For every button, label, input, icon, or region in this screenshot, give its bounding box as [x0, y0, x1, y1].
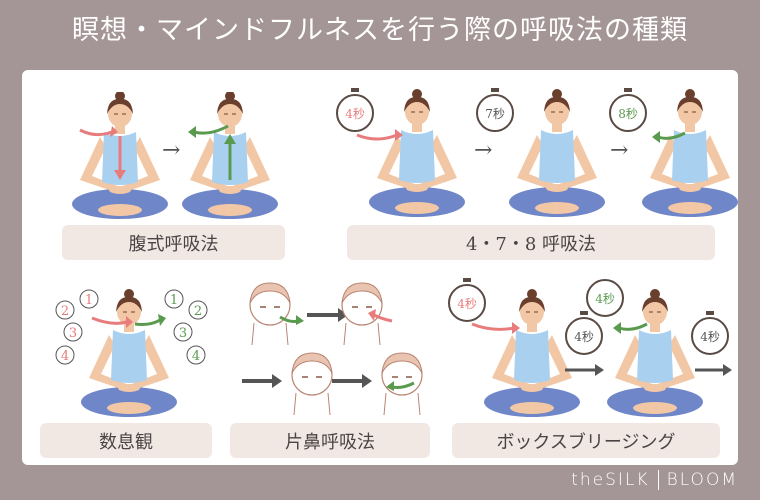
inhale-arrow-icon — [110, 126, 118, 137]
exhale-arrow-icon — [188, 126, 196, 138]
section-label-478: 4・7・8 呼吸法 — [347, 225, 715, 260]
meditating-person-exhale-figure — [181, 92, 279, 220]
brand-name-left: theSILK — [571, 470, 650, 490]
alternate-nostril-figures — [242, 282, 423, 416]
down-arrow-icon — [114, 170, 126, 180]
next-step-arrow-icon: → — [162, 138, 181, 163]
brand-name-right: BLOOM — [666, 470, 738, 490]
svg-text:4: 4 — [61, 349, 69, 364]
svg-text:2: 2 — [61, 304, 69, 319]
svg-text:2: 2 — [194, 304, 202, 319]
stopwatch-icon: 4秒 — [345, 107, 365, 121]
stopwatch-icon: 4秒 — [574, 330, 594, 344]
content-panel: → 腹式呼吸法 4秒 → 7秒 → 8秒 4・7・8 呼吸法 — [22, 70, 739, 465]
478-step-inhale-figure: 4秒 — [336, 87, 466, 218]
section-label-abdominal: 腹式呼吸法 — [62, 225, 285, 260]
stopwatch-icon: 8秒 — [618, 107, 638, 121]
478-step-hold-figure: 7秒 — [476, 87, 606, 218]
up-arrow-icon — [224, 134, 236, 144]
counting-breath-figure: 1 2 3 4 1 2 3 4 — [55, 288, 208, 418]
section-label-counting: 数息観 — [40, 423, 212, 458]
svg-text:3: 3 — [179, 326, 187, 341]
brand-logo: theSILK BLOOM — [571, 470, 738, 490]
next-step-arrow-icon: → — [610, 138, 629, 163]
stopwatch-icon: 4秒 — [457, 297, 477, 311]
box-breathing-figures: 4秒 4秒 4秒 4秒 — [448, 278, 732, 418]
478-step-exhale-figure: 8秒 — [609, 87, 739, 218]
svg-text:1: 1 — [170, 293, 178, 308]
svg-text:4: 4 — [192, 349, 200, 364]
brand-divider — [657, 470, 659, 490]
svg-text:3: 3 — [69, 326, 77, 341]
next-step-arrow-icon: → — [474, 138, 493, 163]
page-title: 瞑想・マインドフルネスを行う際の呼吸法の種類 — [72, 15, 688, 46]
stopwatch-icon: 7秒 — [485, 107, 505, 121]
section-label-alternate-nostril: 片鼻呼吸法 — [230, 423, 430, 458]
svg-text:1: 1 — [85, 293, 93, 308]
stopwatch-icon: 4秒 — [595, 292, 615, 306]
meditating-person-inhale-figure — [71, 92, 169, 220]
section-label-box: ボックスブリージング — [452, 423, 720, 458]
stopwatch-icon: 4秒 — [700, 330, 720, 344]
